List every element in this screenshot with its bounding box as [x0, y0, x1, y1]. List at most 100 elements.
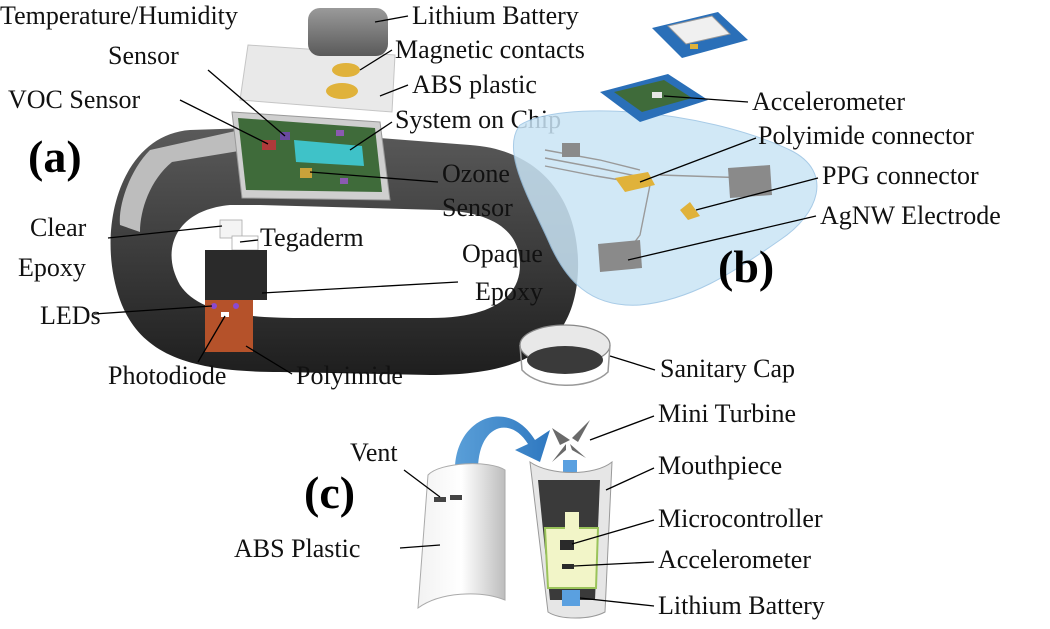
- panel-label-b: (b): [718, 241, 774, 292]
- label-opaque-epoxy: Epoxy: [475, 277, 543, 306]
- sanitary-cap-band: [519, 344, 611, 386]
- patch-substrate: [512, 110, 818, 306]
- label-photodiode: Photodiode: [108, 361, 226, 390]
- magnetic-contact: [332, 63, 360, 77]
- leader-mouthpiece: [605, 467, 655, 491]
- voc-sensor-chip: [262, 140, 276, 150]
- label-temp-humidity-sensor: Sensor: [108, 41, 179, 70]
- magnetic-contact: [326, 83, 358, 99]
- accelerometer-chip: [652, 92, 662, 98]
- tegaderm: [231, 235, 259, 251]
- photodiode: [221, 312, 229, 317]
- polyimide-connector: [615, 172, 655, 192]
- leader-lithium-battery-c: [579, 597, 655, 607]
- ppg-connector: [680, 202, 700, 220]
- agnw-electrode: [598, 240, 642, 272]
- wristband-stripe: [119, 130, 245, 232]
- leader-system-on-chip: [349, 121, 393, 151]
- label-abs-plastic-c: ABS Plastic: [234, 534, 360, 563]
- panel-c-labels: (c) Sanitary Cap Mini Turbine Mouthpiece…: [234, 354, 825, 620]
- label-agnw-electrode: AgNW Electrode: [820, 201, 1001, 230]
- leader-ozone: [309, 171, 439, 183]
- label-polyimide-connector: Polyimide connector: [758, 121, 974, 150]
- led: [211, 303, 217, 309]
- panel-c-device: [417, 324, 613, 619]
- label-magnetic-contacts: Magnetic contacts: [395, 35, 585, 64]
- pcb-component: [336, 130, 344, 136]
- panel-label-c: (c): [304, 467, 355, 518]
- label-accelerometer-b: Accelerometer: [752, 87, 905, 116]
- leader-polyimide-connector: [639, 137, 757, 183]
- panel-b-labels: (b) Accelerometer Polyimide connector PP…: [627, 87, 1001, 292]
- label-polyimide: Polyimide: [296, 361, 403, 390]
- battery-contact: [690, 44, 698, 49]
- leader-voc-sensor: [179, 99, 269, 145]
- label-accelerometer-c: Accelerometer: [658, 545, 811, 574]
- leader-leds: [93, 305, 213, 315]
- leader-polyimide: [245, 345, 293, 375]
- label-clear-epoxy: Epoxy: [18, 253, 86, 282]
- label-abs-plastic-a: ABS plastic: [412, 70, 537, 99]
- leader-magnetic-contacts: [359, 49, 393, 71]
- panel-a-wristband: [110, 8, 579, 375]
- sanitary-cap-inner: [527, 346, 603, 374]
- panel-a-labels: (a) Temperature/Humidity Sensor VOC Sens…: [0, 1, 585, 390]
- label-lithium-battery-a: Lithium Battery: [412, 1, 579, 30]
- label-opaque: Opaque: [462, 239, 543, 268]
- leader-accelerometer-b: [663, 95, 749, 103]
- label-ozone: Ozone: [442, 159, 510, 188]
- label-temp-humidity: Temperature/Humidity: [0, 1, 238, 30]
- board-stem: [565, 512, 579, 530]
- label-lithium-battery-c: Lithium Battery: [658, 591, 825, 620]
- leader-opaque-epoxy: [261, 281, 459, 294]
- agnw-electrode-pad: [728, 165, 772, 198]
- microcontroller-board: [543, 527, 600, 589]
- lithium-battery-a: [308, 8, 388, 56]
- leader-abs-plastic-c: [399, 544, 441, 549]
- electrode-pad: [562, 143, 580, 157]
- label-clear: Clear: [30, 213, 87, 242]
- mini-turbine: [552, 420, 590, 462]
- leader-vent: [403, 469, 441, 498]
- leader-temp-humidity: [207, 69, 286, 137]
- leader-microcontroller: [571, 519, 655, 545]
- label-ozone-sensor: Sensor: [442, 193, 513, 222]
- led: [233, 303, 239, 309]
- panel-b-patch: [512, 12, 818, 306]
- leader-clear-epoxy: [107, 225, 223, 239]
- leader-lithium-battery-a: [374, 15, 409, 23]
- vent-slot: [450, 495, 462, 500]
- label-mouthpiece: Mouthpiece: [658, 451, 782, 480]
- abs-plastic-shell: [417, 463, 506, 610]
- label-tegaderm: Tegaderm: [260, 223, 364, 252]
- microcontroller-chip: [560, 540, 574, 550]
- pcb-component: [340, 178, 348, 184]
- label-sanitary-cap: Sanitary Cap: [660, 354, 795, 383]
- leader-abs-plastic-a: [379, 84, 409, 97]
- leader-sanitary-cap: [609, 355, 656, 371]
- leader-tegaderm: [239, 239, 259, 243]
- label-voc-sensor: VOC Sensor: [8, 85, 141, 114]
- label-leds: LEDs: [40, 301, 101, 330]
- leader-agnw-electrode: [627, 215, 817, 261]
- leader-accelerometer-c: [573, 561, 655, 567]
- clear-epoxy: [219, 219, 243, 239]
- label-microcontroller: Microcontroller: [658, 504, 823, 533]
- lithium-battery-c: [562, 590, 580, 606]
- leader-mini-turbine: [589, 415, 655, 441]
- label-vent: Vent: [350, 438, 398, 467]
- leader-photodiode: [197, 315, 226, 363]
- panel-label-a: (a): [28, 131, 82, 182]
- leader-ppg-connector: [695, 177, 819, 211]
- ozone-sensor-chip: [300, 168, 312, 178]
- accelerometer-c-chip: [562, 564, 574, 569]
- opaque-epoxy: [205, 250, 267, 300]
- curved-assembly-arrow: [455, 416, 550, 470]
- label-mini-turbine: Mini Turbine: [658, 399, 796, 428]
- vent-slot: [434, 497, 446, 502]
- system-on-chip: [294, 140, 364, 166]
- lithium-battery-b: [667, 15, 731, 45]
- label-ppg-connector: PPG connector: [822, 161, 979, 190]
